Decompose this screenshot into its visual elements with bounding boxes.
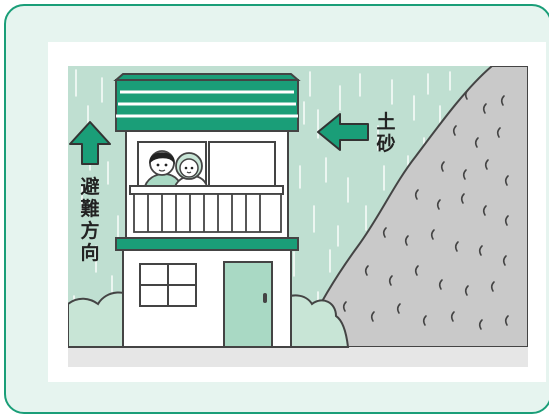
left-arrow-icon [317,113,369,151]
middle-eave [115,237,299,251]
mountain-rock-marks [342,89,509,330]
svg-text:向: 向 [80,241,99,264]
evacuation-direction-label: 避 難 方 向 [80,175,99,264]
ground [68,347,528,367]
svg-text:砂: 砂 [376,133,395,155]
svg-text:土: 土 [376,111,395,133]
balcony-railing [133,193,282,233]
landslide-label: 土 砂 [376,111,395,155]
svg-text:難: 難 [80,197,99,220]
svg-text:方: 方 [80,219,99,242]
balcony-rail-top [129,185,284,195]
bush-right [279,294,350,348]
up-arrow-icon [69,121,111,165]
door-handle [263,293,267,303]
upper-window-right [208,141,276,191]
landslide-evacuation-illustration: 避 難 方 向 土 砂 [68,66,528,367]
svg-text:避: 避 [80,175,99,198]
front-door [223,261,273,348]
mountain [296,66,528,348]
